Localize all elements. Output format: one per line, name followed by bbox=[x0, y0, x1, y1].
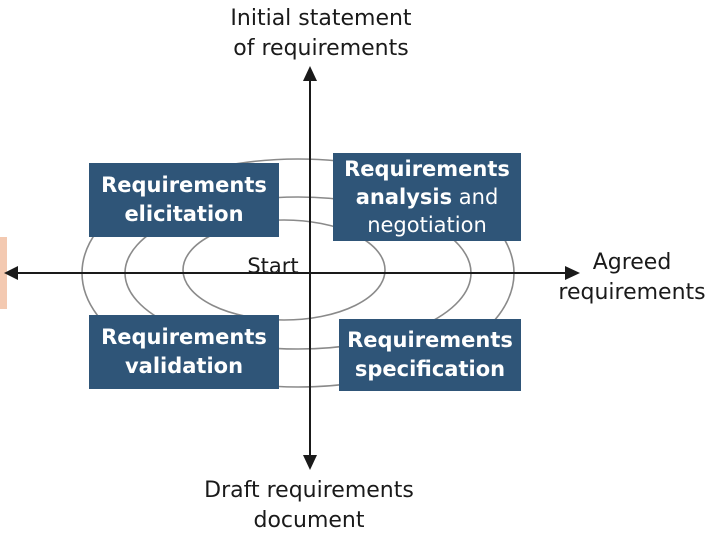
validation-line1: Requirements bbox=[101, 325, 267, 349]
right-axis-label-line2: requirements bbox=[558, 280, 706, 305]
right-axis-label: Agreed requirements bbox=[554, 248, 710, 308]
validation-box: Requirements validation bbox=[89, 315, 279, 389]
analysis-line3: negotiation bbox=[367, 213, 487, 237]
top-axis-label: Initial statement of requirements bbox=[190, 4, 452, 64]
elicitation-box: Requirements elicitation bbox=[89, 163, 279, 237]
validation-line2: validation bbox=[124, 354, 244, 378]
right-arrowhead bbox=[565, 266, 580, 280]
down-arrowhead bbox=[303, 455, 317, 470]
analysis-box: Requirements analysis and negotiation bbox=[333, 153, 521, 241]
top-axis-label-line1: Initial statement bbox=[230, 6, 412, 31]
right-axis-label-line1: Agreed bbox=[592, 250, 672, 275]
specification-line2: specification bbox=[354, 357, 506, 381]
analysis-line1: Requirements bbox=[344, 157, 510, 181]
elicitation-line2: elicitation bbox=[124, 202, 244, 226]
spiral-ring-inner bbox=[182, 219, 386, 321]
elicitation-line1: Requirements bbox=[101, 173, 267, 197]
axes bbox=[4, 66, 580, 470]
bottom-axis-label-line1: Draft requirements bbox=[204, 478, 414, 503]
up-arrowhead bbox=[303, 66, 317, 81]
bottom-axis-label-line2: document bbox=[253, 508, 365, 533]
analysis-line2: analysis and bbox=[356, 183, 499, 211]
top-axis-label-line2: of requirements bbox=[233, 36, 409, 61]
edge-tab bbox=[0, 237, 7, 309]
specification-box: Requirements specification bbox=[339, 319, 521, 391]
analysis-line2-rest: and bbox=[452, 185, 499, 209]
start-label: Start bbox=[247, 254, 299, 278]
bottom-axis-label: Draft requirements document bbox=[180, 476, 438, 536]
analysis-line2-bold: analysis bbox=[355, 185, 453, 209]
specification-line1: Requirements bbox=[347, 328, 513, 352]
left-arrowhead bbox=[4, 266, 18, 280]
